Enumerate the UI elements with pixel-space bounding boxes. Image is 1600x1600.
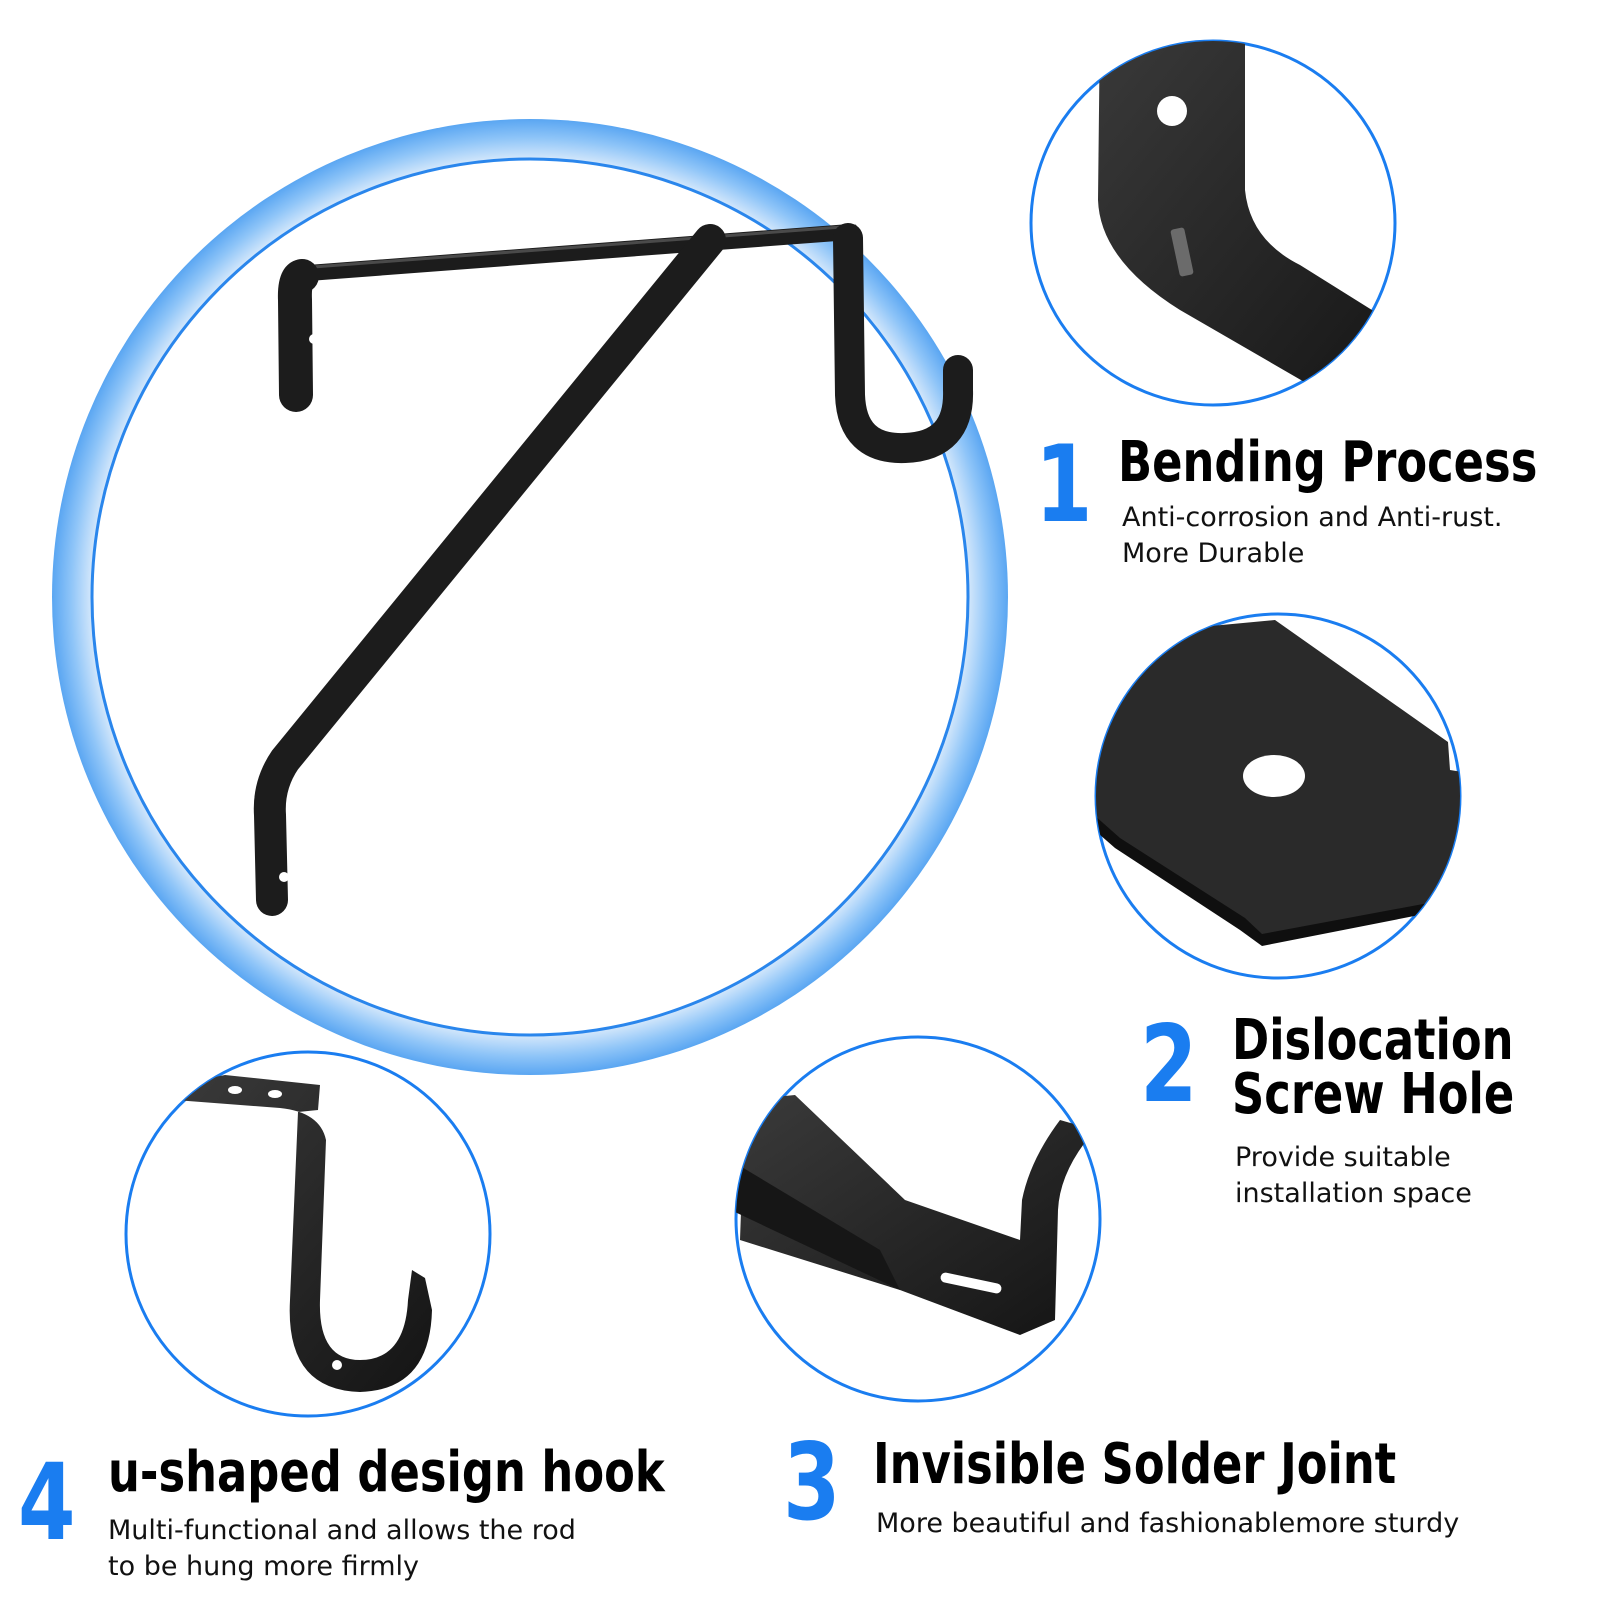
feature-4-title: u-shaped design hook: [108, 1440, 665, 1505]
feature-3-number: 3: [783, 1421, 841, 1544]
feature-1-number: 1: [1035, 423, 1093, 546]
feature-4-desc-line-2: to be hung more firmly: [108, 1551, 420, 1582]
feature-2-desc-line-2: installation space: [1235, 1178, 1472, 1209]
feature-2-title-line-1: Dislocation: [1232, 1008, 1514, 1073]
bracket-main-image: [253, 223, 974, 916]
feature-3-desc-line-1: More beautiful and fashionablemore sturd…: [876, 1508, 1460, 1539]
feature-4-desc-line-1: Multi-functional and allows the rod: [108, 1515, 576, 1546]
feature-2-number: 2: [1140, 1003, 1198, 1126]
detail-circle-bend: [1029, 39, 1397, 407]
feature-1-desc-line-1: Anti-corrosion and Anti-rust.: [1122, 502, 1503, 533]
feature-4-number: 4: [18, 1441, 76, 1564]
feature-2-desc-line-1: Provide suitable: [1235, 1142, 1451, 1173]
feature-1-title: Bending Process: [1118, 430, 1538, 495]
detail-circle-u-hook: [124, 1050, 492, 1418]
feature-1-desc-line-2: More Durable: [1122, 538, 1305, 569]
detail-circle-solder-joint: [734, 1035, 1102, 1403]
feature-3-title: Invisible Solder Joint: [873, 1432, 1397, 1497]
detail-circle-screw-hole: [1094, 612, 1462, 980]
feature-2-title-line-2: Screw Hole: [1232, 1062, 1515, 1127]
